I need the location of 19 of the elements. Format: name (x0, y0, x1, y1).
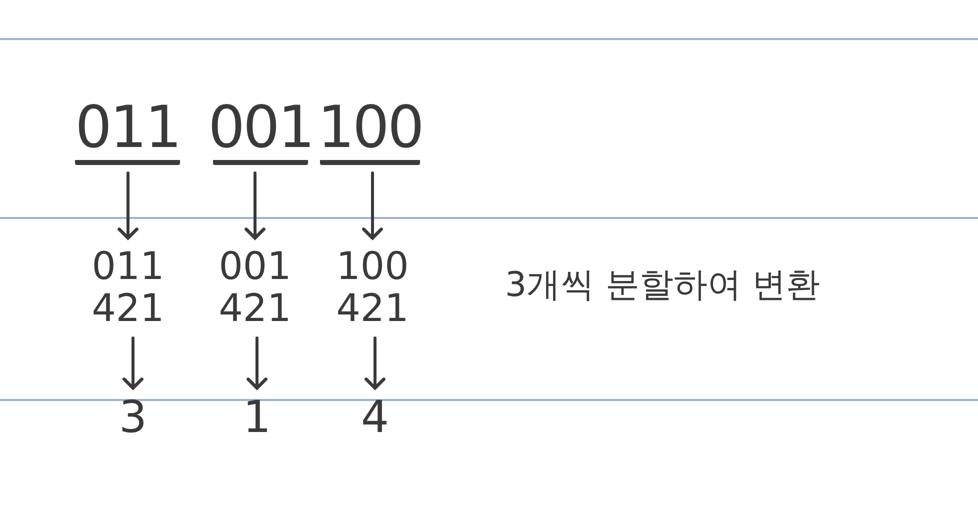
arrow (118, 172, 138, 240)
digit-text: 001 (208, 98, 313, 156)
bit-digits: 011 (92, 246, 164, 288)
arrow (246, 336, 268, 390)
digit-text: 1 (243, 396, 271, 440)
place-weights: 421 (92, 288, 164, 330)
arrow (244, 172, 266, 240)
digit-text: 3 (119, 396, 147, 440)
place-weights: 421 (218, 288, 292, 330)
note-text: 3개씩 분할하여 변환 (505, 264, 820, 307)
arrow (122, 336, 144, 390)
bit-digits: 001 (218, 246, 292, 288)
bit-digits: 100 (336, 246, 409, 288)
digit-text: 011 (75, 98, 180, 156)
arrow (364, 336, 386, 390)
digit-text: 4 (361, 396, 389, 440)
digit-text: 100 (318, 98, 422, 156)
arrow (362, 172, 383, 240)
place-weights: 421 (336, 288, 409, 330)
